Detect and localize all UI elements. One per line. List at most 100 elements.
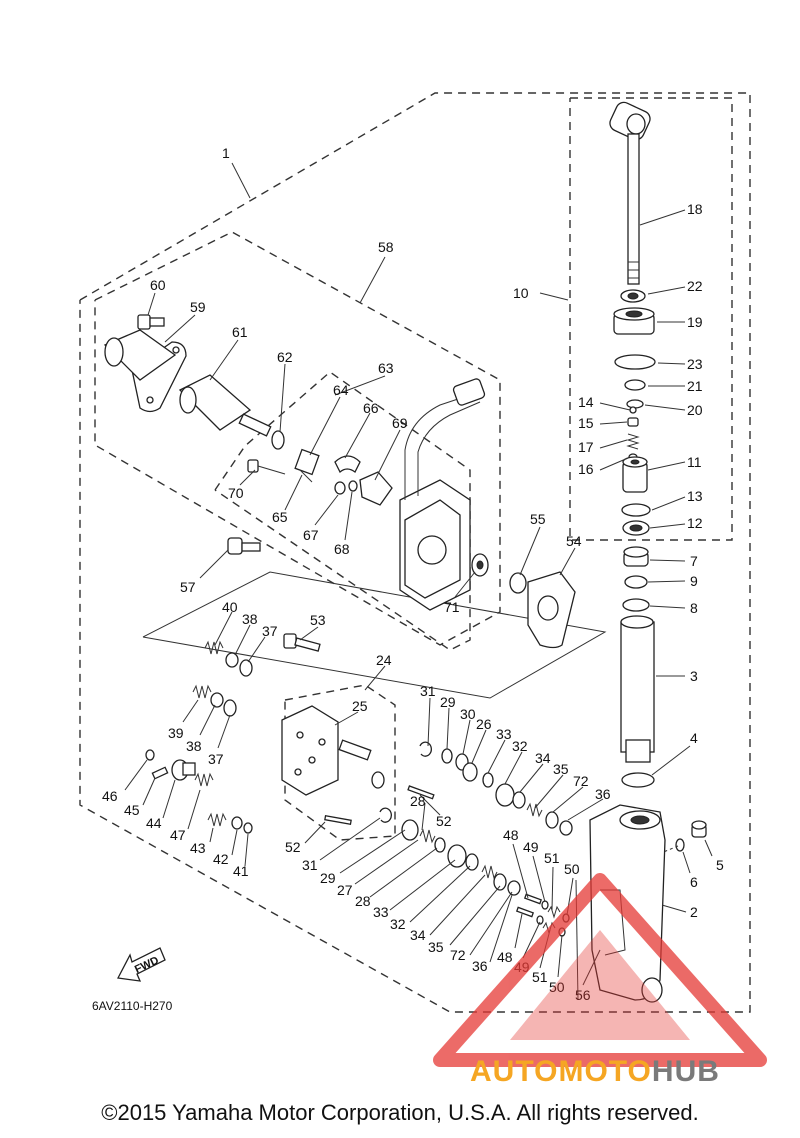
- callout-label: 67: [303, 527, 319, 543]
- callout-label: 37: [208, 751, 224, 767]
- callout-label: 7: [690, 553, 698, 569]
- watermark-part2: HUB: [651, 1055, 720, 1088]
- callout-label: 35: [553, 761, 569, 777]
- callout-label: 34: [535, 750, 551, 766]
- callout-label: 50: [564, 861, 580, 877]
- callout-label: 26: [476, 716, 492, 732]
- callout-label: 60: [150, 277, 166, 293]
- callout-label: 41: [233, 863, 249, 879]
- watermark-triangle-icon: [433, 873, 767, 1067]
- callout-label: 5: [716, 857, 724, 873]
- callout-label: 72: [573, 773, 589, 789]
- callout-label: 23: [687, 356, 703, 372]
- callout-label: 28: [410, 793, 426, 809]
- callout-label: 65: [272, 509, 288, 525]
- callout-label: 15: [578, 415, 594, 431]
- callout-label: 52: [436, 813, 452, 829]
- callout-label: 3: [690, 668, 698, 684]
- callout-label: 35: [428, 939, 444, 955]
- callout-label: 70: [228, 485, 244, 501]
- callout-label: 57: [180, 579, 196, 595]
- callout-label: 40: [222, 599, 238, 615]
- callout-label: 16: [578, 461, 594, 477]
- callout-label: 69: [392, 415, 408, 431]
- callout-label: 58: [378, 239, 394, 255]
- callout-label: 20: [687, 402, 703, 418]
- group-outlines: [79, 92, 751, 1013]
- callout-label: 68: [334, 541, 350, 557]
- callout-label: 48: [503, 827, 519, 843]
- callout-label: 61: [232, 324, 248, 340]
- callout-label: 22: [687, 278, 703, 294]
- callout-labels: 1 58 60 59 61 62 63 64 66 69 70 65 67 68…: [102, 145, 724, 1003]
- callout-label: 27: [337, 882, 353, 898]
- valve-body-parts: [145, 633, 435, 834]
- callout-label: 2: [690, 904, 698, 920]
- callout-label: 8: [690, 600, 698, 616]
- callout-label: 64: [333, 382, 349, 398]
- callout-label: 66: [363, 400, 379, 416]
- callout-label: 21: [687, 378, 703, 394]
- callout-label: 42: [213, 851, 229, 867]
- callout-label: 45: [124, 802, 140, 818]
- callout-label: 6: [690, 874, 698, 890]
- callout-label: 33: [373, 904, 389, 920]
- tilt-cylinder-parts: [575, 101, 707, 1003]
- callout-label: 31: [420, 683, 436, 699]
- callout-label: 56: [575, 987, 591, 1003]
- callout-label: 32: [390, 916, 406, 932]
- callout-label: 18: [687, 201, 703, 217]
- copyright-notice: ©2015 Yamaha Motor Corporation, U.S.A. A…: [101, 1100, 699, 1125]
- callout-label: 43: [190, 840, 206, 856]
- callout-label: 32: [512, 738, 528, 754]
- callout-label: 31: [302, 857, 318, 873]
- callout-label: 72: [450, 947, 466, 963]
- callout-label: 38: [186, 738, 202, 754]
- diagram-code: 6AV2110-H270: [92, 999, 173, 1013]
- callout-label: 19: [687, 314, 703, 330]
- callout-label: 28: [355, 893, 371, 909]
- callout-label: 62: [277, 349, 293, 365]
- callout-label: 24: [376, 652, 392, 668]
- callout-label: 53: [310, 612, 326, 628]
- callout-label: 33: [496, 726, 512, 742]
- callout-label: 48: [497, 949, 513, 965]
- callout-label: 47: [170, 827, 186, 843]
- fwd-arrow-icon: FWD: [116, 947, 166, 982]
- callout-label: 1: [222, 145, 230, 161]
- callout-label: 52: [285, 839, 301, 855]
- fwd-label: FWD: [133, 955, 161, 976]
- tilt-control-parts: [103, 314, 576, 649]
- callout-label: 11: [687, 454, 702, 470]
- callout-label: 59: [190, 299, 206, 315]
- callout-label: 49: [523, 839, 539, 855]
- callout-label: 63: [378, 360, 394, 376]
- callout-label: 46: [102, 788, 118, 804]
- callout-label: 51: [544, 850, 560, 866]
- callout-label: 36: [595, 786, 611, 802]
- callout-label: 10: [513, 285, 529, 301]
- callout-label: 54: [566, 533, 582, 549]
- callout-label: 38: [242, 611, 258, 627]
- callout-label: 17: [578, 439, 594, 455]
- leader-lines: [124, 162, 713, 986]
- callout-label: 9: [690, 573, 698, 589]
- callout-label: 29: [440, 694, 456, 710]
- callout-label: 14: [578, 394, 594, 410]
- callout-label: 4: [690, 730, 698, 746]
- callout-label: 13: [687, 488, 703, 504]
- callout-label: 36: [472, 958, 488, 974]
- callout-label: 34: [410, 927, 426, 943]
- check-valve-parts: [379, 741, 573, 937]
- callout-label: 37: [262, 623, 278, 639]
- watermark-part1: AUTOMOTO: [470, 1055, 652, 1088]
- callout-label: 55: [530, 511, 546, 527]
- callout-label: 50: [549, 979, 565, 995]
- callout-label: 30: [460, 706, 476, 722]
- callout-label: 51: [532, 969, 548, 985]
- callout-label: 44: [146, 815, 162, 831]
- callout-label: 25: [352, 698, 368, 714]
- callout-label: 71: [444, 599, 460, 615]
- watermark-logo: AUTOMOTOHUB: [470, 1055, 720, 1089]
